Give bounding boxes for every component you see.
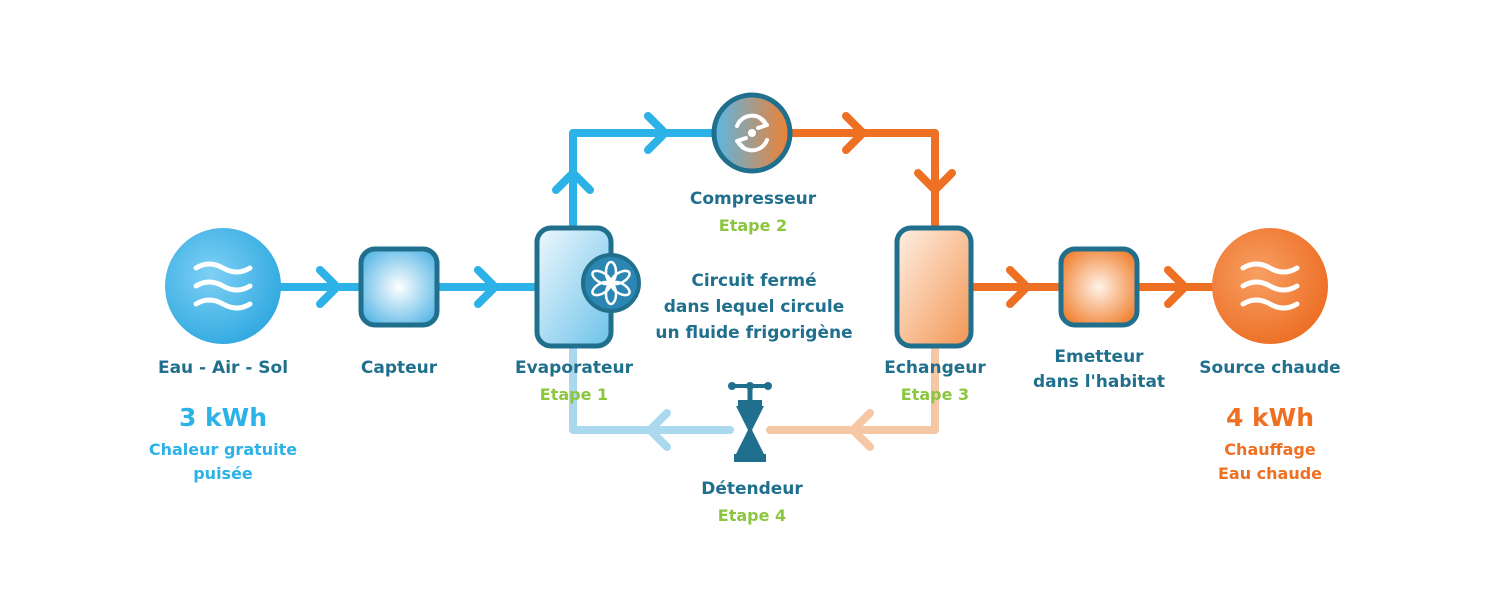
source-froide-node [165, 228, 281, 344]
source-froide-desc-line1: Chaleur gratuite [148, 440, 298, 459]
pipe-echangeur-detendeur [766, 344, 939, 434]
compresseur-label: Compresseur [689, 189, 817, 209]
capteur-label: Capteur [360, 358, 438, 378]
circuit-note-line3: un fluide frigorigène [655, 323, 853, 343]
pipe-compresseur-echangeur [788, 129, 939, 231]
waves-icon [193, 261, 253, 311]
emetteur-box [1058, 246, 1140, 328]
arrow-icon [646, 409, 671, 451]
circuit-note-line2: dans lequel circule [663, 297, 845, 317]
arrow-icon [316, 266, 341, 308]
source-chaude-label: Source chaude [1199, 358, 1341, 378]
circuit-note-line1: Circuit fermé [691, 271, 817, 291]
fan-icon [581, 253, 641, 313]
pipes [274, 129, 1216, 434]
echangeur-step: Etape 3 [900, 385, 970, 404]
emetteur-label-line2: dans l'habitat [1032, 372, 1166, 392]
arrow-icon [552, 169, 594, 194]
expansion-valve-icon [728, 382, 772, 462]
arrow-icon [644, 112, 669, 154]
source-froide-energy: 3 kWh [178, 403, 268, 432]
pipe-detendeur-evaporateur [569, 344, 734, 434]
cycle-arrows-icon [735, 113, 769, 153]
evaporateur-node [534, 225, 641, 349]
evaporateur-step: Etape 1 [539, 385, 609, 404]
source-chaude-desc-line1: Chauffage [1224, 440, 1316, 459]
waves-icon [1240, 261, 1300, 311]
detendeur-label: Détendeur [701, 479, 803, 499]
source-chaude-desc-line2: Eau chaude [1217, 464, 1323, 483]
source-chaude-node [1212, 228, 1328, 344]
emetteur-label-line1: Emetteur [1054, 347, 1144, 367]
arrow-icon [914, 169, 956, 194]
arrow-icon [1006, 266, 1031, 308]
echangeur-box [894, 225, 974, 349]
pipe-evaporateur-compresseur [569, 129, 716, 231]
source-chaude-energy: 4 kWh [1225, 403, 1315, 432]
evaporateur-label: Evaporateur [514, 358, 634, 378]
source-froide-label: Eau - Air - Sol [157, 358, 289, 378]
compresseur-step: Etape 2 [718, 216, 788, 235]
detendeur-step: Etape 4 [717, 506, 787, 525]
source-froide-desc-line2: puisée [193, 464, 253, 483]
flow-arrows [316, 112, 1189, 451]
echangeur-label: Echangeur [884, 358, 986, 378]
arrow-icon [474, 266, 499, 308]
compresseur-node [711, 92, 793, 174]
arrow-icon [1164, 266, 1189, 308]
arrow-icon [842, 112, 867, 154]
arrow-icon [849, 409, 874, 451]
capteur-box [358, 246, 440, 328]
